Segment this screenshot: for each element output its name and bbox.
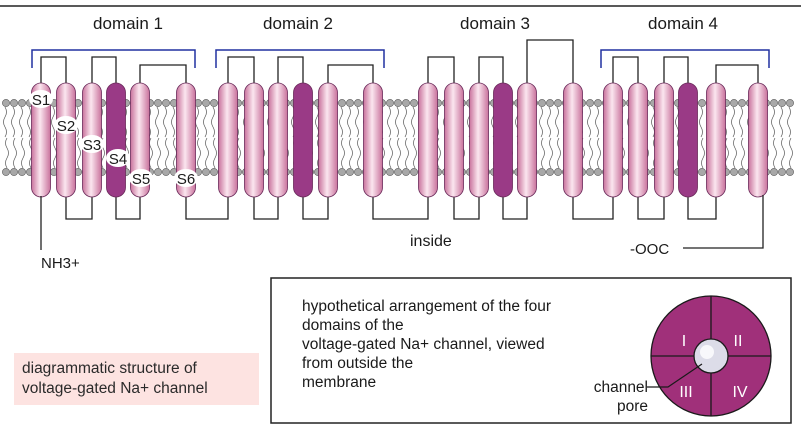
helix-d3-s5 [517, 82, 537, 198]
loop-d3-s2-s3 [453, 197, 480, 220]
loop-d4-s5-s6 [715, 64, 759, 83]
loop-d2-s1-s2 [227, 56, 255, 83]
helix-d3-s3 [469, 82, 489, 198]
pore-label-line-2: pore [617, 398, 648, 415]
loop-d2-s4-s5 [302, 197, 329, 220]
loop-d1-s2-s3 [65, 197, 93, 220]
helix-d1-s2 [56, 82, 76, 198]
helix-d3-s2 [444, 82, 464, 198]
helix-d3-s1 [418, 82, 438, 198]
loop-d3-s3-s4 [478, 56, 504, 83]
pore-label-line-1: channel [594, 379, 648, 396]
helix-d2-s2 [244, 82, 264, 198]
linker-d1-d2 [185, 197, 229, 220]
segment-label-s6: S6 [177, 171, 195, 188]
segment-labels: S1 S2 S3 S4 S5 S6 [29, 90, 198, 188]
domain-bracket-3 [600, 49, 770, 68]
box-text-line-4: from outside the [302, 355, 413, 372]
caption-line-1: diagrammatic structure of [22, 360, 197, 377]
loop-d3-s4-s5 [502, 197, 528, 220]
loop-d1-s4-s5 [115, 197, 141, 220]
loop-d3-s1-s2 [427, 56, 455, 83]
helix-d3-s6 [563, 82, 583, 198]
loop-d2-s3-s4 [277, 56, 304, 83]
loop-d1-s5-s6 [139, 64, 187, 83]
loop-d3-s5-s6 [526, 39, 574, 83]
c-terminus-label: -OOC [630, 241, 669, 258]
loop-d2-s5-s6 [327, 64, 374, 83]
box-text-line-2: domains of the [302, 317, 404, 334]
segment-label-s2: S2 [57, 118, 75, 135]
helix-d2-s1 [218, 82, 238, 198]
helix-d4-s5 [706, 82, 726, 198]
linker-d3-d4 [572, 197, 614, 220]
helix-d2-s6 [363, 82, 383, 198]
segment-label-s3: S3 [83, 137, 101, 154]
segment-label-s4: S4 [109, 151, 127, 168]
loop-d1-s3-s4 [91, 56, 117, 83]
segment-label-s1: S1 [32, 92, 50, 109]
helix-d4-s4 [678, 82, 698, 198]
domain-brackets [31, 49, 770, 68]
helix-d1-s6 [176, 82, 196, 198]
helix-d4-s3 [654, 82, 674, 198]
loop-d4-s3-s4 [663, 56, 689, 83]
helix-d2-s3 [268, 82, 288, 198]
helix-d1-s4 [106, 82, 126, 198]
helix-d4-s1 [603, 82, 623, 198]
pore-diagram: I II III IV [647, 295, 772, 417]
domain-2-label: domain 2 [263, 14, 333, 33]
c-terminal-tail [683, 195, 764, 249]
loop-d1-s1-s2 [40, 56, 67, 83]
quadrant-i-label: I [682, 333, 686, 350]
helix-d1-s5 [130, 82, 150, 198]
loop-d2-s2-s3 [253, 197, 279, 220]
diagram-caption: diagrammatic structure of voltage-gated … [14, 353, 259, 405]
transmembrane-helices [31, 82, 768, 198]
box-text-line-5: membrane [302, 374, 376, 391]
segment-label-s5: S5 [132, 171, 150, 188]
box-text-line-3: voltage-gated Na+ channel, viewed [302, 336, 545, 353]
linker-d2-d3 [372, 197, 429, 220]
domain-bracket-2 [215, 49, 385, 68]
quadrant-ii-label: II [734, 333, 743, 350]
inside-label: inside [410, 233, 452, 250]
loop-d4-s1-s2 [612, 56, 639, 83]
domain-3-label: domain 3 [460, 14, 530, 33]
helix-d4-s6 [748, 82, 768, 198]
connecting-loops [40, 39, 759, 220]
helix-d2-s4 [293, 82, 313, 198]
helix-d3-s4 [493, 82, 513, 198]
domain-1-label: domain 1 [93, 14, 163, 33]
helix-d4-s2 [628, 82, 648, 198]
pore-leader-line [647, 363, 703, 388]
box-text-line-1: hypothetical arrangement of the four [302, 298, 551, 315]
n-terminus-label: NH3+ [41, 255, 80, 272]
loop-d4-s4-s5 [687, 197, 717, 220]
helix-d2-s5 [318, 82, 338, 198]
loop-d4-s2-s3 [637, 197, 665, 220]
domain-4-label: domain 4 [648, 14, 718, 33]
domain-bracket-1 [31, 49, 196, 68]
quadrant-iii-label: III [679, 384, 692, 401]
caption-line-2: voltage-gated Na+ channel [22, 380, 208, 397]
quadrant-iv-label: IV [732, 384, 747, 401]
